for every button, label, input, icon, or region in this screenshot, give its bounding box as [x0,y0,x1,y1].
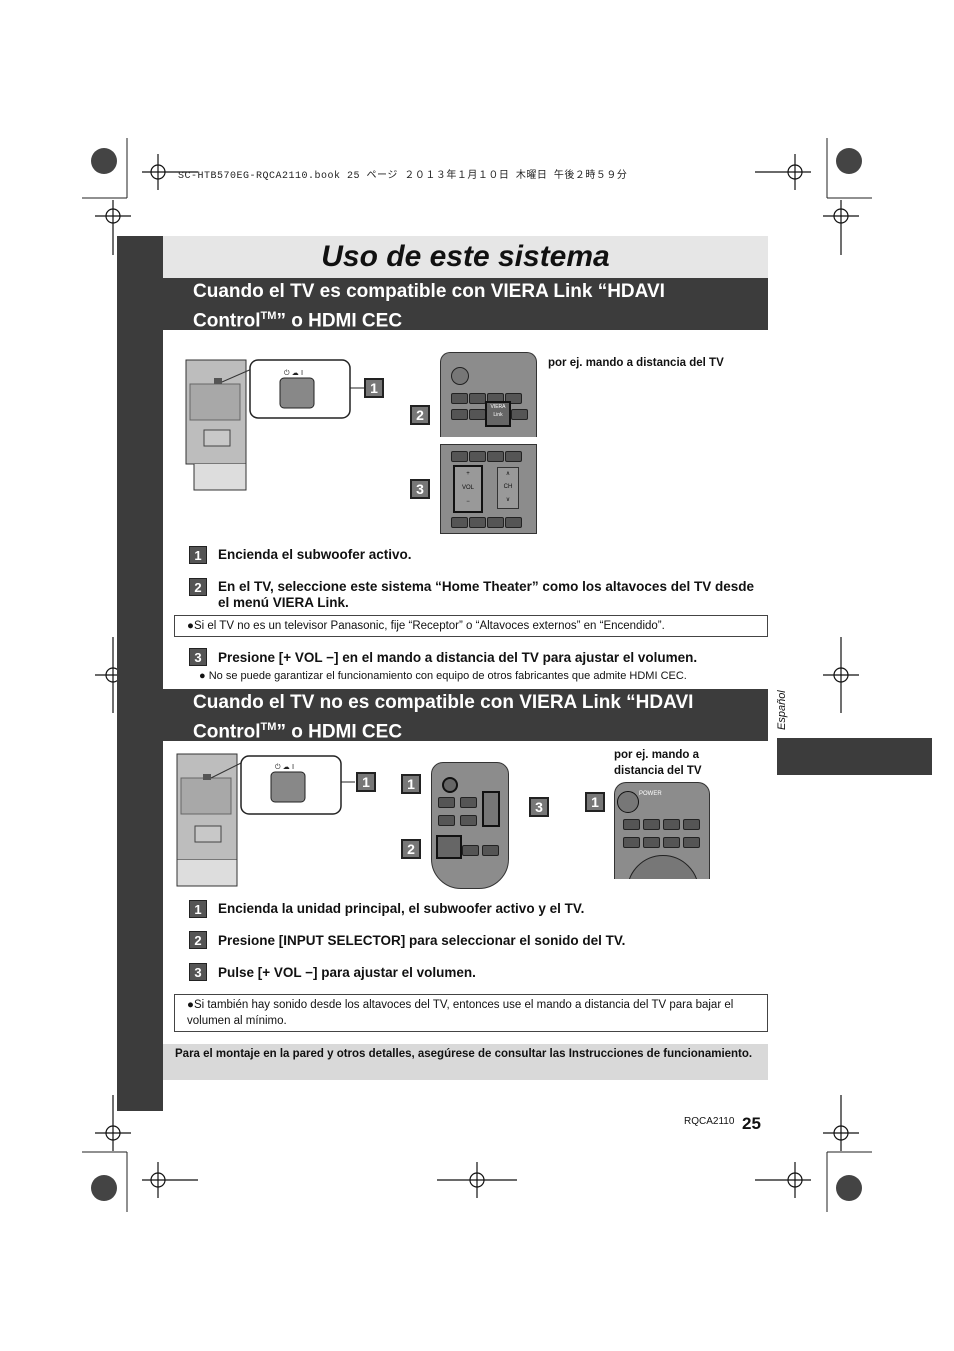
step-number: 3 [189,963,207,981]
step-text: Encienda la unidad principal, el subwoof… [218,901,585,916]
language-label: Español [768,670,798,730]
callout-3: 3 [410,479,430,499]
section1-tv-remote-bottom: +VOL− ∧CH∨ [440,444,537,534]
section2-tv-remote: POWER [614,782,710,879]
step-text: Pulse [+ VOL −] para ajustar el volumen. [218,965,476,980]
section1-heading-line1: Cuando el TV es compatible con VIERA Lin… [193,281,665,302]
section1-caption: por ej. mando a distancia del TV [548,357,724,369]
callout-1: 1 [356,772,376,792]
print-header: SC-HTB570EG-RQCA2110.book 25 ページ ２０１３年１月… [178,171,628,182]
ch-label: CH [503,484,513,490]
callout-2: 2 [410,405,430,425]
language-text: Español [776,690,788,730]
callout-3b: 3 [529,797,549,817]
callout-2b: 2 [401,839,421,859]
section2-heading-line1: Cuando el TV no es compatible con VIERA … [193,692,694,713]
svg-text:⏻ ☁ Ⅰ: ⏻ ☁ Ⅰ [275,763,294,771]
section2-heading: Cuando el TV no es compatible con VIERA … [163,689,768,744]
step-number: 1 [189,546,207,564]
section2-subwoofer-diagram: ⏻ ☁ Ⅰ [176,753,355,887]
language-side-tab [777,738,932,775]
section2-system-remote [431,762,509,889]
power-label: POWER [639,791,662,797]
section2-note-box: ●Si también hay sonido desde los altavoc… [174,994,768,1032]
plus-label: + [466,471,470,477]
step-text: Presione [INPUT SELECTOR] para seleccion… [218,933,626,948]
callout-1: 1 [364,378,384,398]
wall-mount-note: Para el montaje en la pared y otros deta… [163,1044,768,1080]
left-sidebar-bar [117,236,163,1111]
section1-bullet-note: ● No se puede garantizar el funcionamien… [199,670,687,682]
caption-line1: por ej. mando a [614,749,699,761]
title-band [163,236,768,278]
page-number: 25 [742,1114,761,1133]
heading-control: Control [193,721,261,743]
step-text: En el TV, seleccione este sistema “Home … [218,579,754,610]
heading-tm: TM [260,310,277,322]
section2-heading-line2: ControlTM” o HDMI CEC [193,715,768,744]
heading-control: Control [193,310,261,332]
step-text: Encienda el subwoofer activo. [218,547,412,562]
caption-line2: distancia del TV [614,765,702,777]
step-number: 1 [189,900,207,918]
vol-label: VOL [461,485,474,491]
section2-caption: por ej. mando a distancia del TV [614,747,754,779]
callout-1c: 1 [585,792,605,812]
section1-note-box: ●Si el TV no es un televisor Panasonic, … [174,615,768,637]
document-code: RQCA2110 [684,1116,735,1127]
step-number: 2 [189,931,207,949]
section1-heading: Cuando el TV es compatible con VIERA Lin… [163,278,768,333]
step-number: 2 [189,578,207,596]
heading-hdmi: ” o HDMI CEC [276,721,403,743]
step-text: Presione [+ VOL −] en el mando a distanc… [218,650,698,665]
callout-1b: 1 [401,774,421,794]
page-title: Uso de este sistema [321,240,610,273]
minus-label: − [466,499,470,505]
step-number: 3 [189,648,207,666]
link-label: Link [493,412,503,418]
viera-label: VIERA [490,404,506,410]
section1-heading-line2: ControlTM” o HDMI CEC [193,304,768,333]
heading-tm: TM [260,721,277,733]
section1-tv-remote-top: VIERA Link [440,352,537,437]
svg-text:⏻ ☁ Ⅰ: ⏻ ☁ Ⅰ [284,369,303,377]
heading-hdmi: ” o HDMI CEC [276,310,403,332]
section1-subwoofer-diagram: ⏻ ☁ Ⅰ [185,359,364,491]
